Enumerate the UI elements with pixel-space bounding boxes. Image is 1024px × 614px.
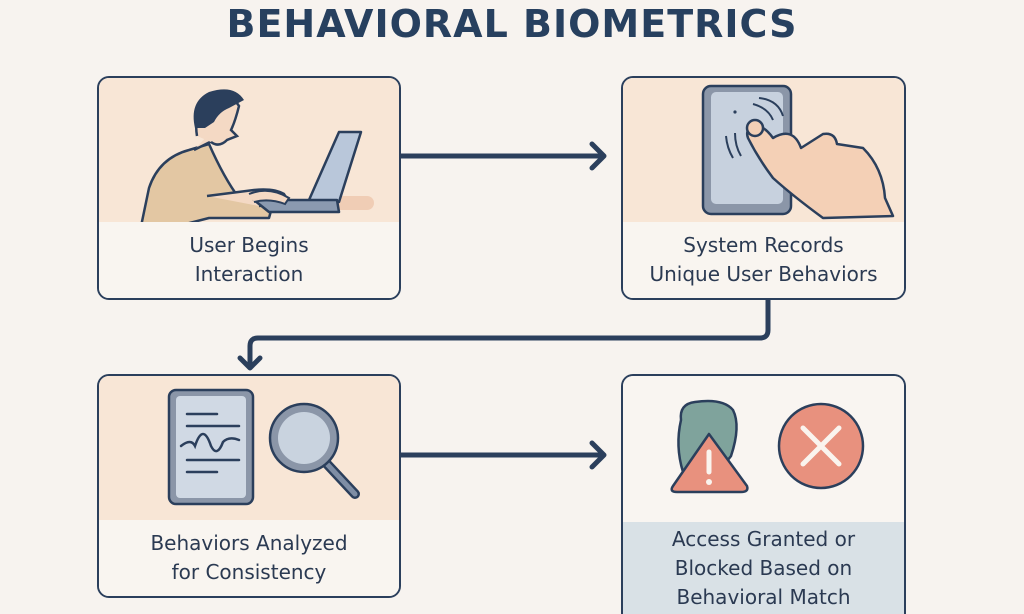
step-illustration — [623, 78, 904, 224]
step-caption: Access Granted or Blocked Based on Behavio… — [623, 522, 904, 614]
step-card-access-decision: Access Granted or Blocked Based on Behavio… — [621, 374, 906, 614]
caption-line: Interaction — [194, 262, 304, 286]
person-laptop-icon — [137, 89, 374, 238]
step-illustration — [99, 78, 399, 238]
caption-line: System Records — [683, 233, 844, 257]
step-caption: Behaviors Analyzed for Consistency — [99, 520, 399, 596]
step-illustration — [623, 376, 904, 522]
caption-line: for Consistency — [171, 560, 327, 584]
hand-tablet-icon — [701, 84, 895, 220]
arrow-step2-to-step3 — [237, 297, 771, 371]
step-card-behaviors-analyzed: Behaviors Analyzed for Consistency — [97, 374, 401, 598]
caption-line: Behavioral Match — [676, 584, 851, 609]
caption-line: Unique User Behaviors — [649, 262, 878, 286]
caption-line: User Begins — [189, 233, 309, 257]
page-title: BEHAVIORAL BIOMETRICS — [226, 2, 798, 46]
document-magnifier-icon — [167, 388, 360, 506]
step-illustration — [99, 376, 399, 522]
arrow-step3-to-step4 — [398, 440, 607, 470]
caption-line: Behaviors Analyzed — [150, 531, 348, 555]
arrow-step1-to-step2 — [398, 141, 607, 171]
caption-line: Access Granted or — [671, 526, 856, 551]
caption-line: Blocked Based on — [674, 555, 853, 580]
warning-denied-icon — [670, 399, 865, 494]
